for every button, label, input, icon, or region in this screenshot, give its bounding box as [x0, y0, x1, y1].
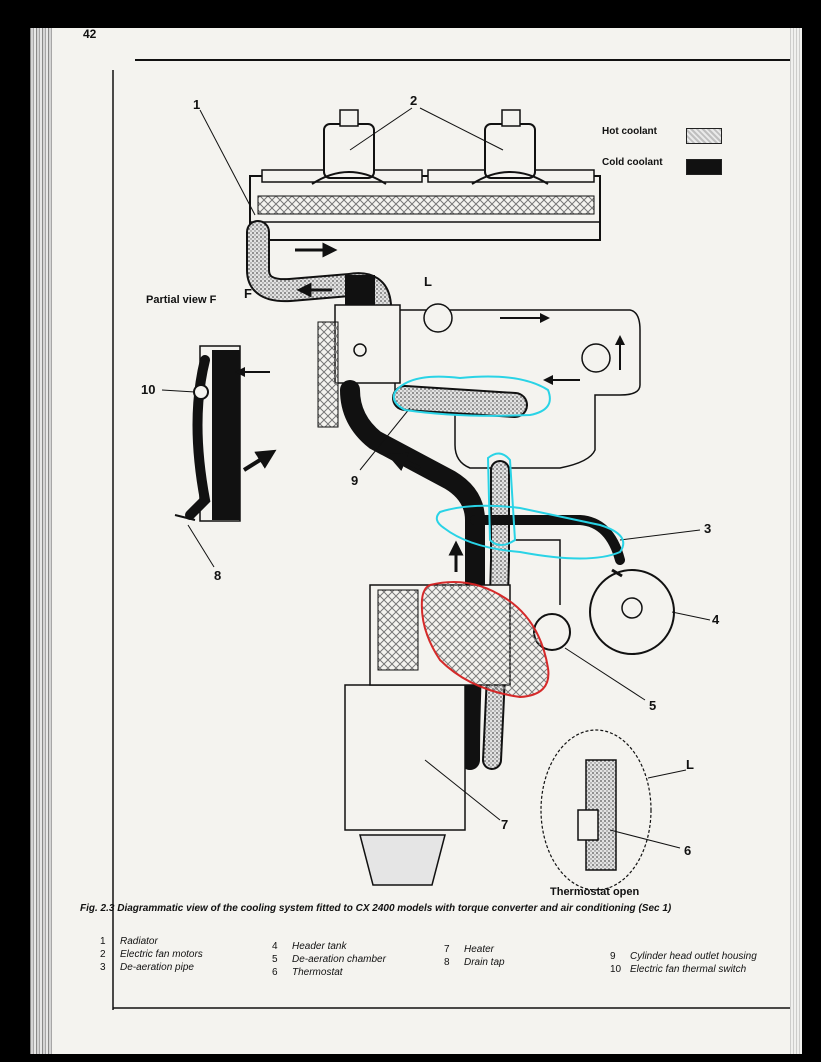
electric-fan-motor-left	[311, 109, 387, 185]
page-number: 42	[83, 27, 97, 41]
page-binding-edge	[30, 28, 52, 1054]
cold-hose-main	[340, 380, 485, 770]
legend-hot-label: Hot coolant	[602, 126, 657, 137]
callout-5: 5	[649, 698, 657, 713]
legend-cold-label: Cold coolant	[602, 157, 663, 168]
red-annotation	[420, 581, 550, 699]
figure-caption: Fig. 2.3 Diagrammatic view of the coolin…	[80, 903, 672, 914]
callout-8: 8	[214, 568, 222, 583]
callout-10: 10	[141, 382, 156, 397]
callout-6: 6	[684, 843, 692, 858]
callout-3: 3	[704, 521, 712, 536]
header-tank	[589, 568, 675, 655]
callout-2: 2	[410, 93, 418, 108]
electric-fan-motor-right	[471, 109, 549, 185]
legend-cold-swatch	[686, 159, 722, 175]
partial-view-title: Partial view F	[146, 294, 217, 306]
radiator	[249, 169, 601, 241]
legend-hot-swatch	[686, 128, 722, 144]
callout-4: 4	[712, 612, 720, 627]
callout-l-detail: L	[686, 757, 694, 772]
callout-f: F	[244, 286, 252, 301]
callout-1: 1	[193, 97, 201, 112]
partial-view-f	[174, 345, 277, 522]
page-right-edge	[790, 28, 802, 1054]
callout-l-top: L	[424, 274, 432, 289]
callout-9: 9	[351, 473, 359, 488]
cyan-annotations	[392, 375, 625, 560]
thermostat-housing	[317, 304, 401, 428]
engine-block	[394, 303, 641, 469]
detail-view-l	[540, 729, 652, 891]
thermostat-open-label: Thermostat open	[550, 886, 640, 898]
callout-7: 7	[501, 817, 509, 832]
